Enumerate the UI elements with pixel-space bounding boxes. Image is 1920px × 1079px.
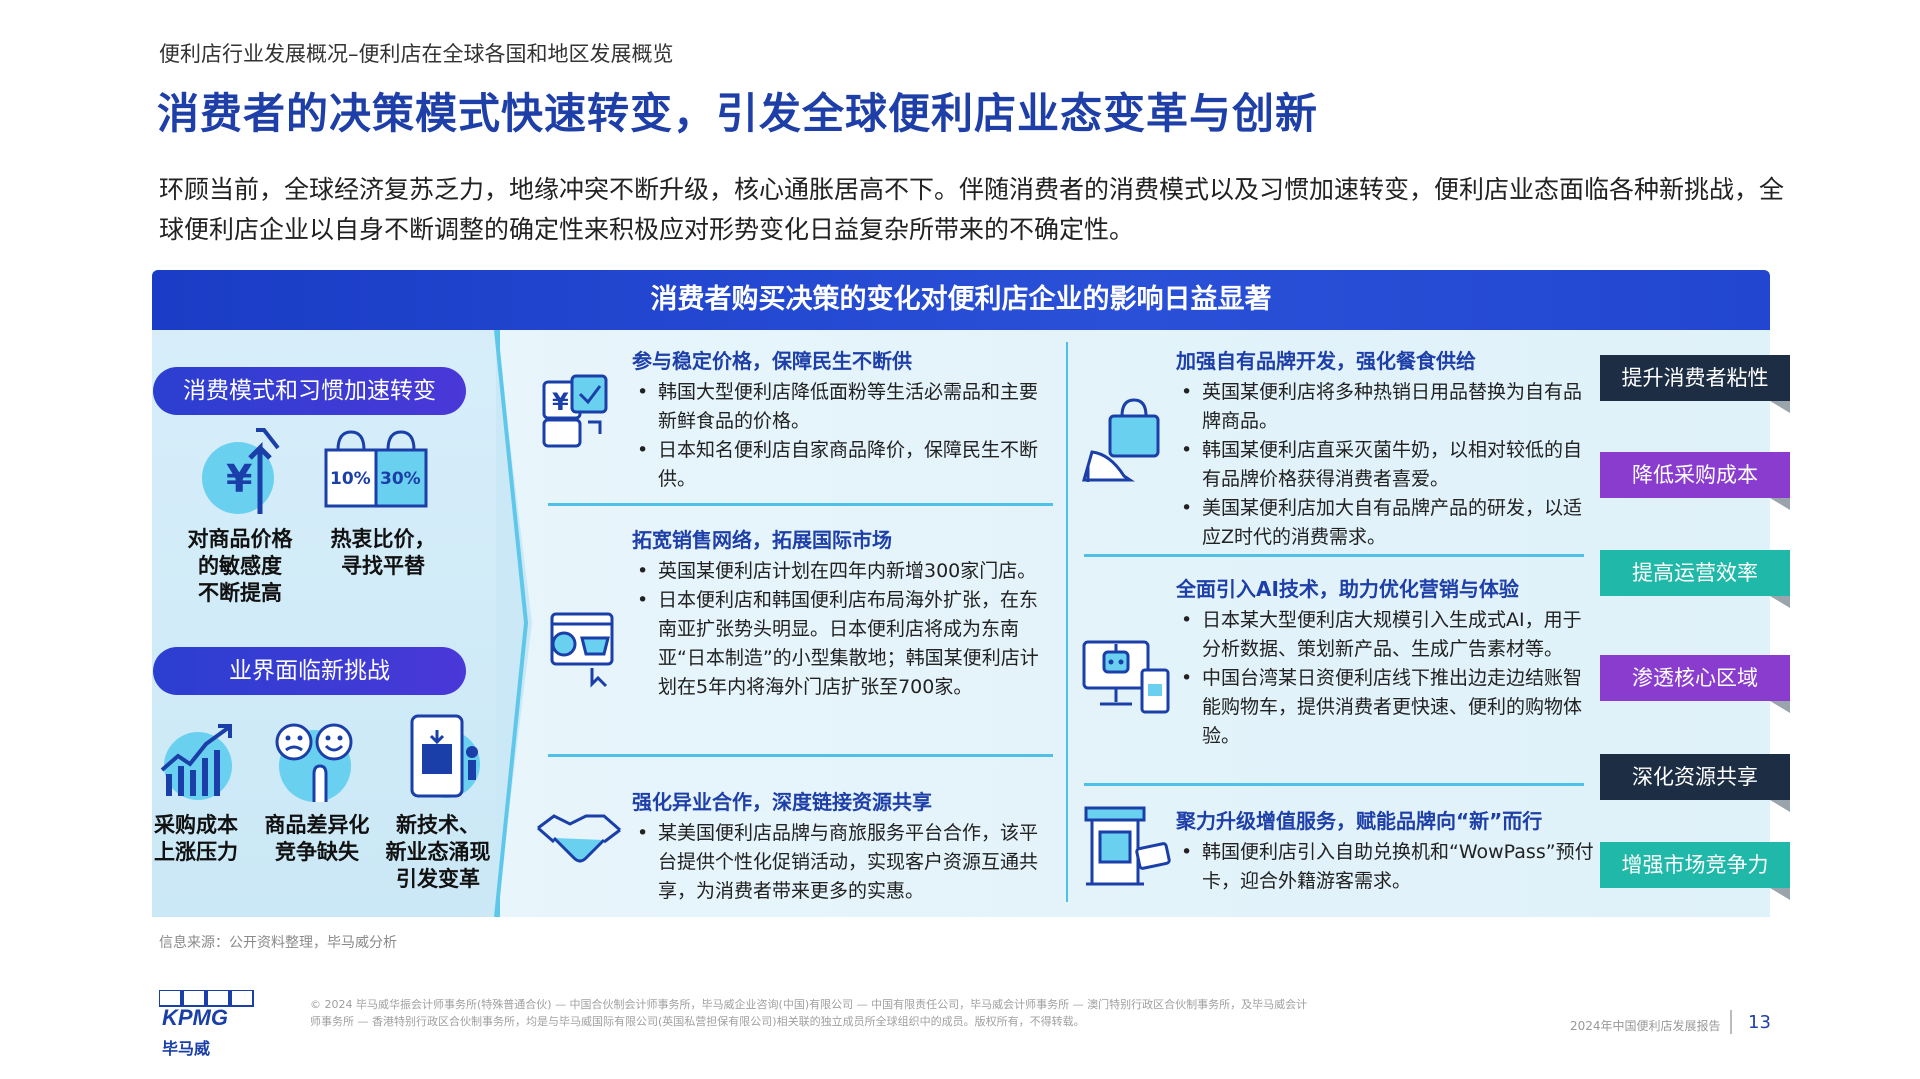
list-item: 某美国便利店品牌与商旅服务平台合作，该平台提供个性化促销活动，实现客户资源互通共…	[632, 819, 1052, 906]
list-item: 英国某便利店将多种热销日用品替换为自有品牌商品。	[1176, 378, 1596, 436]
faces-choice-icon	[275, 723, 353, 802]
label-price-sensitivity: 对商品价格 的敏感度 不断提高	[187, 527, 293, 605]
divider	[1084, 554, 1584, 557]
kiosk-card-icon	[1084, 806, 1171, 886]
tag-operational-efficiency: 提高运营效率	[1600, 550, 1790, 608]
pill-consumption-change: 消费模式和习惯加速转变	[153, 367, 466, 415]
list-item: 韩国便利店引入自助兑换机和“WowPass”预付卡，迎合外籍游客需求。	[1176, 838, 1616, 896]
section-title: 强化异业合作，深度链接资源共享	[632, 790, 932, 814]
list-item: 日本某大型便利店大规模引入生成式AI，用于分析数据、策划新产品、生成广告素材等。	[1176, 606, 1596, 664]
section-private-brand: 加强自有品牌开发，强化餐食供给 英国某便利店将多种热销日用品替换为自有品牌商品。…	[1176, 345, 1596, 552]
section-stable-prices: 参与稳定价格，保障民生不断供 韩国大型便利店降低面粉等生活必需品和主要新鲜食品的…	[632, 345, 1052, 494]
handbag-heel-icon	[1082, 398, 1160, 482]
label-price-compare: 热衷比价， 寻找平替	[330, 527, 436, 578]
yen-arrow-icon: ¥	[202, 428, 280, 514]
discount-bags-icon: 10% 30%	[324, 430, 428, 508]
tag-reduce-cost: 降低采购成本	[1600, 452, 1790, 510]
svg-text:¥: ¥	[552, 388, 569, 416]
section-ai-tech: 全面引入AI技术，助力优化营销与体验 日本某大型便利店大规模引入生成式AI，用于…	[1176, 573, 1596, 751]
section-sales-network: 拓宽销售网络，拓展国际市场 英国某便利店计划在四年内新增300家门店。 日本便利…	[632, 524, 1052, 702]
footer-separator	[1730, 1010, 1732, 1034]
section-title: 参与稳定价格，保障民生不断供	[632, 349, 912, 373]
badge-30: 30%	[380, 469, 421, 489]
legal-notice: © 2024 毕马威华振会计师事务所(特殊普通合伙) — 中国合伙制会计师事务所…	[310, 998, 1308, 1028]
list-item: 韩国某便利店直采灭菌牛奶，以相对较低的自有品牌价格获得消费者喜爱。	[1176, 436, 1596, 494]
tag-resource-sharing: 深化资源共享	[1600, 754, 1790, 812]
list-item: 美国某便利店加大自有品牌产品的研发，以适应Z时代的消费需求。	[1176, 494, 1596, 552]
handshake-icon	[537, 814, 621, 863]
label-differentiation: 商品差异化 竞争缺失	[264, 813, 370, 864]
pill-new-challenges: 业界面临新挑战	[153, 647, 466, 695]
ai-robot-screen-icon	[1082, 640, 1170, 714]
section-title: 加强自有品牌开发，强化餐食供给	[1176, 349, 1476, 373]
tag-core-regions: 渗透核心区域	[1600, 655, 1790, 713]
arrow-outline	[494, 330, 529, 917]
divider	[548, 503, 1053, 506]
list-item: 日本便利店和韩国便利店布局海外扩张，在东南亚扩张势头明显。日本便利店将成为东南亚…	[632, 586, 1052, 702]
label-new-tech: 新技术、 新业态涌现 引发变革	[385, 813, 491, 891]
kpmg-logo-icon	[159, 990, 254, 1007]
report-name: 2024年中国便利店发展报告	[1570, 1019, 1721, 1033]
breadcrumb: 便利店行业发展概况–便利店在全球各国和地区发展概览	[159, 42, 674, 66]
mobile-shopping-icon	[410, 714, 480, 798]
price-tag-icon: ¥	[542, 374, 608, 448]
logo-text: KPMG	[162, 1005, 228, 1030]
rising-chart-icon	[160, 724, 232, 800]
badge-10: 10%	[330, 469, 371, 489]
tag-competitiveness: 增强市场竞争力	[1600, 842, 1790, 900]
divider	[548, 754, 1053, 757]
section-cross-industry: 强化异业合作，深度链接资源共享 某美国便利店品牌与商旅服务平台合作，该平台提供个…	[632, 786, 1052, 906]
section-title: 聚力升级增值服务，赋能品牌向“新”而行	[1176, 809, 1543, 833]
source-note: 信息来源：公开资料整理，毕马威分析	[159, 935, 397, 951]
list-item: 英国某便利店计划在四年内新增300家门店。	[632, 557, 1052, 586]
tag-customer-stickiness: 提升消费者粘性	[1600, 355, 1790, 413]
section-title: 拓宽销售网络，拓展国际市场	[632, 528, 892, 552]
left-panel	[152, 330, 500, 917]
section-banner: 消费者购买决策的变化对便利店企业的影响日益显著	[152, 270, 1770, 330]
list-item: 韩国大型便利店降低面粉等生活必需品和主要新鲜食品的价格。	[632, 378, 1052, 436]
intro-paragraph: 环顾当前，全球经济复苏乏力，地缘冲突不断升级，核心通胀居高不下。伴随消费者的消费…	[159, 175, 1785, 244]
column-divider	[1066, 342, 1068, 902]
logo-chinese: 毕马威	[162, 1039, 211, 1058]
list-item: 中国台湾某日资便利店线下推出边走边结账智能购物车，提供消费者更快速、便利的购物体…	[1176, 664, 1596, 751]
svg-text:¥: ¥	[226, 457, 252, 501]
divider	[1084, 783, 1584, 786]
section-value-added: 聚力升级增值服务，赋能品牌向“新”而行 韩国便利店引入自助兑换机和“WowPas…	[1176, 805, 1616, 896]
page-number: 13	[1748, 1012, 1771, 1033]
section-title: 全面引入AI技术，助力优化营销与体验	[1176, 577, 1519, 601]
online-store-icon	[550, 612, 614, 688]
page-title: 消费者的决策模式快速转变，引发全球便利店业态变革与创新	[157, 89, 1319, 138]
list-item: 日本知名便利店自家商品降价，保障民生不断供。	[632, 436, 1052, 494]
label-cost-pressure: 采购成本 上涨压力	[154, 813, 238, 864]
